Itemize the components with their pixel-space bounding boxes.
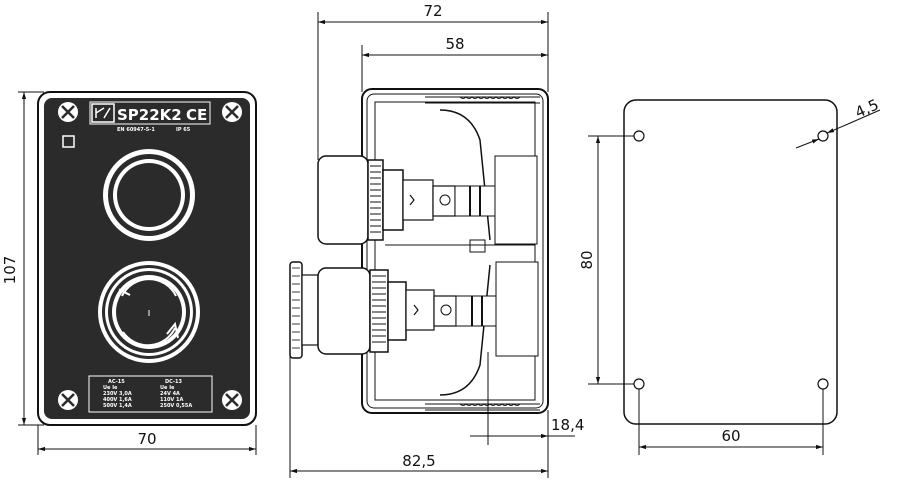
ac-row: 230V 3,0A — [103, 391, 132, 397]
screw-bottom-left-icon — [58, 390, 78, 410]
dim-total-depth-label: 72 — [423, 2, 442, 20]
dimension-width — [37, 425, 257, 455]
screw-bottom-right-icon — [222, 390, 242, 410]
back-view — [588, 99, 881, 455]
mounting-hole — [633, 378, 645, 390]
mounting-hole — [817, 130, 829, 142]
front-housing-outline — [37, 91, 257, 426]
emergency-stop-button — [98, 261, 200, 363]
rotate-arrow-icon — [116, 278, 179, 347]
ac-row: 500V 1,4A — [103, 403, 132, 409]
front-view: SP22K2 CE EN 60947-5-1 IP 65 — [1, 91, 257, 455]
ac-columns: Ue Ie — [103, 385, 118, 391]
screw-top-left-icon — [58, 102, 78, 122]
upper-button-cap — [317, 155, 369, 245]
dim-width-label: 70 — [137, 430, 156, 448]
back-plate-outline — [623, 99, 838, 425]
dim-hole-horizontal-label: 60 — [721, 427, 740, 445]
dim-hole-diameter-label: 4,5 — [852, 96, 881, 122]
dim-hole-vertical-label: 80 — [578, 250, 596, 269]
dc-row: 24V 4A — [160, 391, 180, 397]
model-label: SP22K2 — [117, 106, 182, 124]
side-housing-outline — [361, 88, 549, 414]
dim-height-label: 107 — [1, 256, 19, 285]
dim-offset-label: 18,4 — [551, 416, 584, 434]
dc-row: 250V 0,55A — [160, 403, 192, 409]
push-button — [103, 149, 195, 241]
ip-rating-label: IP 65 — [176, 127, 191, 133]
dc-columns: Ue Ie — [160, 385, 175, 391]
ratings-table: AC-15 DC-13 Ue Ie Ue Ie 230V 3,0A 400V 1… — [88, 375, 213, 413]
ac-row: 400V 1,6A — [103, 397, 132, 403]
dim-overall-label: 82,5 — [402, 452, 435, 470]
dim-body-depth-label: 58 — [445, 35, 464, 53]
side-view — [289, 12, 575, 478]
brand-logo-icon — [91, 103, 115, 123]
dimension-height — [18, 91, 44, 426]
mounting-hole — [633, 130, 645, 142]
ac-header: AC-15 — [108, 379, 125, 385]
front-housing-body — [44, 98, 250, 419]
indicator-square — [62, 135, 75, 148]
screw-top-right-icon — [222, 102, 242, 122]
dc-row: 110V 1A — [160, 397, 184, 403]
mounting-hole — [817, 378, 829, 390]
dc-header: DC-13 — [165, 379, 182, 385]
ce-mark: CE — [186, 106, 207, 124]
norm-label: EN 60947-5-1 — [117, 127, 155, 133]
